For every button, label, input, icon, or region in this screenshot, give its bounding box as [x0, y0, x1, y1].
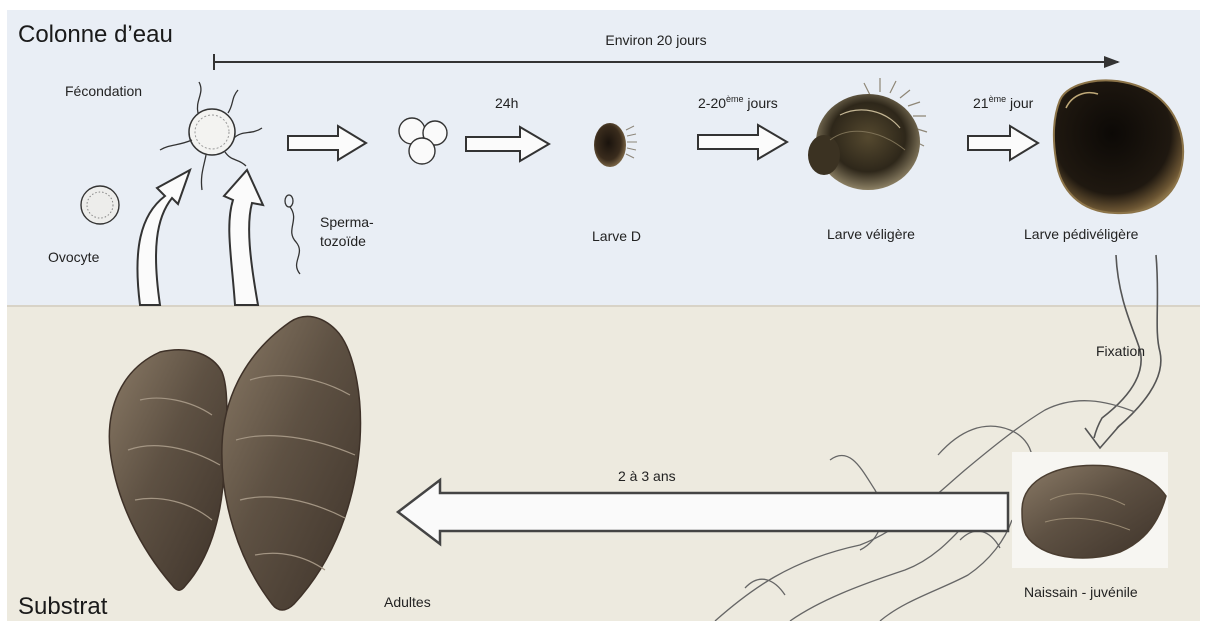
adults-label: Adultes	[384, 594, 431, 610]
veliger-label: Larve véligère	[827, 226, 915, 242]
spat-juvenile-image	[1012, 452, 1168, 568]
oocyte-illustration	[81, 186, 119, 224]
sperm-label-line2: tozoïde	[320, 233, 366, 249]
substrate-title: Substrat	[18, 593, 108, 620]
oocyte-label: Ovocyte	[48, 249, 100, 265]
d-larva-label: Larve D	[592, 228, 641, 244]
spat-label: Naissain - juvénile	[1024, 584, 1138, 600]
fixation-label: Fixation	[1096, 343, 1145, 359]
pediveliger-label: Larve pédivéligère	[1024, 226, 1139, 242]
duration-2-3-years: 2 à 3 ans	[618, 468, 676, 484]
water-column-title: Colonne d’eau	[18, 21, 173, 48]
duration-24h: 24h	[495, 95, 518, 111]
sperm-label-line1: Sperma-	[320, 214, 374, 230]
fertilization-label: Fécondation	[65, 83, 142, 99]
timeline-label: Environ 20 jours	[605, 32, 706, 48]
